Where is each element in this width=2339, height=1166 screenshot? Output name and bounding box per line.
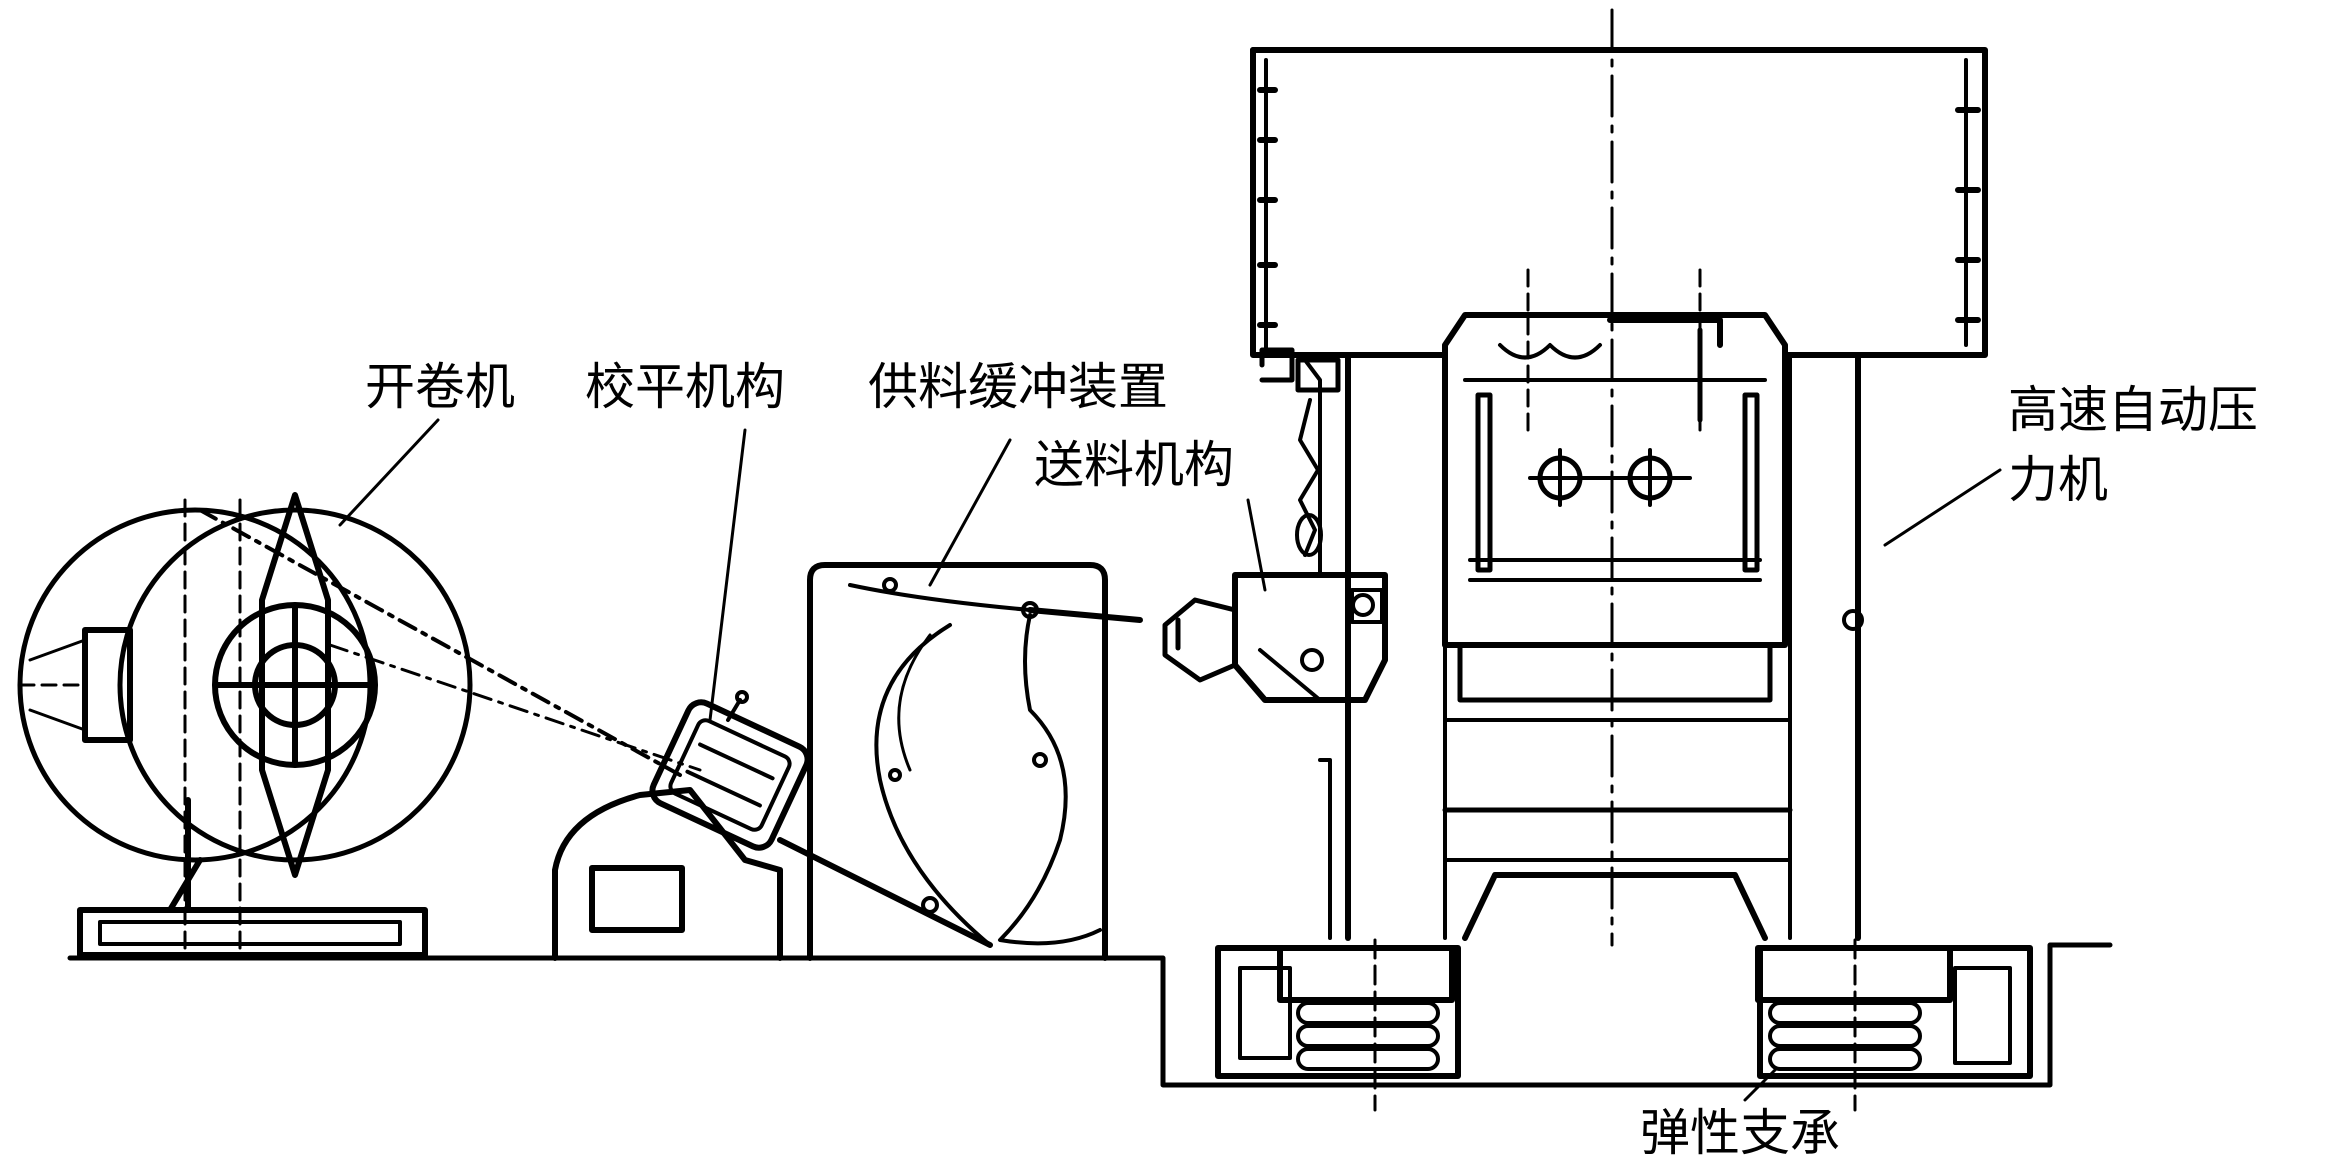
strip-to-leveler — [198, 508, 682, 777]
elastic-mount-left — [1215, 938, 1461, 1112]
label-loop-buffer: 供料缓冲装置 — [868, 358, 1168, 416]
leader-leveler — [708, 428, 747, 722]
label-leveler: 校平机构 — [585, 358, 785, 416]
leader-press — [1883, 468, 2002, 547]
loop-buffer — [807, 562, 1143, 961]
label-press-line1: 高速自动压 — [2008, 381, 2258, 439]
press — [1250, 8, 1988, 947]
label-feeder: 送料机构 — [1034, 436, 1234, 494]
leader-uncoiler — [338, 418, 440, 527]
label-uncoiler: 开卷机 — [365, 358, 515, 416]
elastic-mount-right — [1755, 938, 2033, 1112]
floor-line — [67, 942, 2113, 1088]
leader-feeder — [1246, 498, 1267, 592]
label-press-line2: 力机 — [2008, 451, 2108, 509]
label-elastic-mount: 弹性支承 — [1640, 1104, 1840, 1162]
feeder — [1162, 357, 1388, 703]
leveler — [552, 690, 811, 961]
strip-to-loop — [777, 837, 993, 948]
leader-mount — [1743, 1068, 1777, 1102]
uncoiler — [17, 492, 473, 958]
leader-loop — [928, 438, 1012, 587]
